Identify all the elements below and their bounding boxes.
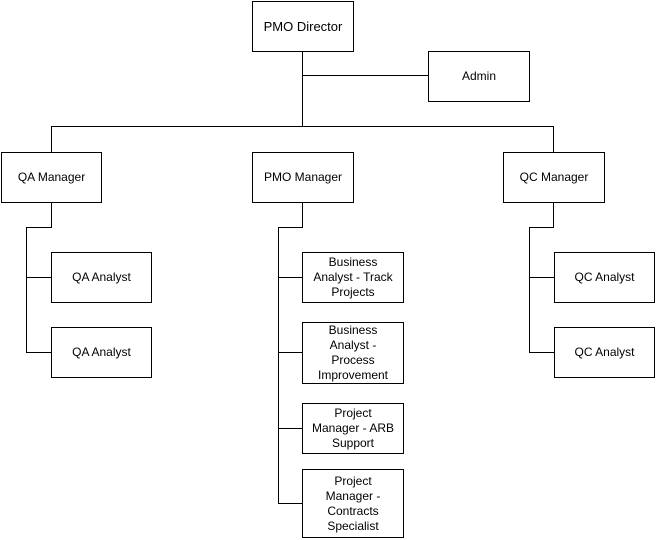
admin-box: Admin [428,51,530,102]
qa-manager-box: QA Manager [1,152,102,203]
connector-qa-analyst-1 [26,277,51,278]
qa-analyst-label: QA Analyst [72,270,131,284]
pmo-manager-label: PMO Manager [263,170,343,184]
connector-qa-analyst-2 [26,352,51,353]
connector-director-down [302,51,303,127]
connector-qa-manager-up [51,126,52,153]
qa-analyst-label: QA Analyst [72,345,131,359]
connector-qc-spine [529,227,530,353]
qc-manager-label: QC Manager [519,170,589,184]
project-manager-contracts-specialist-box: Project Manager - Contracts Specialist [302,469,404,538]
project-manager-arb-support-label: Project Manager - ARB Support [311,406,395,450]
connector-qa-manager-down [51,202,52,228]
business-analyst-process-improvement-box: Business Analyst - Process Improvement [302,322,404,384]
connector-qa-spine [26,227,27,353]
qc-manager-box: QC Manager [503,152,605,203]
pmo-director-box: PMO Director [252,1,354,52]
pmo-manager-box: PMO Manager [252,152,354,203]
connector-pmo-report-2 [278,352,303,353]
project-manager-contracts-specialist-label: Project Manager - Contracts Specialist [325,473,381,533]
connector-qc-stub [529,227,554,228]
connector-qc-manager-down [553,202,554,228]
connector-pmo-manager-down [302,202,303,228]
connector-pmo-report-1 [278,277,303,278]
pmo-director-label: PMO Director [263,19,343,34]
connector-pmo-spine [278,227,279,504]
qc-analyst-label: QC Analyst [574,270,635,284]
business-analyst-track-projects-label: Business Analyst - Track Projects [313,255,393,299]
qa-analyst-box: QA Analyst [51,327,152,378]
connector-qa-stub [26,227,52,228]
admin-label: Admin [461,69,496,83]
connector-pmo-stub [278,227,303,228]
business-analyst-track-projects-box: Business Analyst - Track Projects [302,252,404,303]
qa-manager-label: QA Manager [17,170,86,184]
connector-pmo-report-3 [278,428,303,429]
connector-pmo-report-4 [278,503,303,504]
qc-analyst-label: QC Analyst [574,345,635,359]
connector-qc-analyst-2 [529,352,554,353]
business-analyst-process-improvement-label: Business Analyst - Process Improvement [317,323,389,382]
connector-managers-bus [51,126,554,127]
connector-qc-manager-up [553,126,554,153]
connector-admin [302,75,429,76]
project-manager-arb-support-box: Project Manager - ARB Support [302,403,404,454]
connector-qc-analyst-1 [529,277,554,278]
qc-analyst-box: QC Analyst [554,327,655,378]
qc-analyst-box: QC Analyst [554,252,655,303]
qa-analyst-box: QA Analyst [51,252,152,303]
